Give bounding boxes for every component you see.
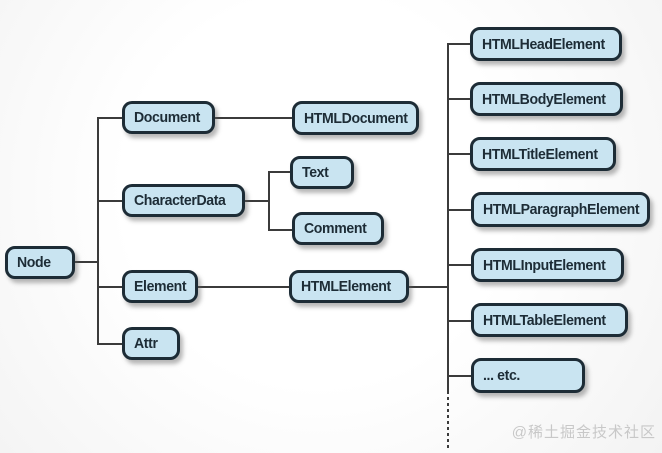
connector-trunk-htmlinput xyxy=(447,264,472,266)
connector-trunk-htmlbody xyxy=(447,98,472,100)
connector-right-trunk-dotted xyxy=(447,391,449,449)
text-label: Text xyxy=(302,164,329,181)
htmlparagraphelement-label: HTMLParagraphElement xyxy=(483,201,640,218)
connector-right-trunk xyxy=(447,43,449,391)
node-box-characterdata: CharacterData xyxy=(122,184,245,217)
node-box-attr: Attr xyxy=(122,327,180,360)
node-box-element: Element xyxy=(122,270,198,303)
node-label: Node xyxy=(17,254,51,271)
htmlelement-label: HTMLElement xyxy=(301,278,391,295)
node-box-htmlinputelement: HTMLInputElement xyxy=(471,248,624,282)
connector-characterdata-branch xyxy=(244,200,270,202)
document-label: Document xyxy=(134,109,200,126)
connector-node-trunk xyxy=(74,261,99,263)
connector-trunk-element xyxy=(97,286,124,288)
htmlinputelement-label: HTMLInputElement xyxy=(483,256,606,274)
connector-trunk-attr xyxy=(97,343,124,345)
connector-characterdata-trunk xyxy=(268,171,270,231)
connector-trunk-htmlhead xyxy=(447,43,472,45)
node-box-node: Node xyxy=(5,246,75,279)
attr-label: Attr xyxy=(134,335,158,352)
node-box-htmlparagraphelement: HTMLParagraphElement xyxy=(471,192,650,227)
connector-element-htmlelement xyxy=(197,286,291,288)
connector-trunk-etc xyxy=(447,375,472,377)
htmlheadelement-label: HTMLHeadElement xyxy=(482,35,605,53)
connector-trunk-htmlparagraph xyxy=(447,209,472,211)
connector-branch-comment xyxy=(268,229,294,231)
connector-document-htmldocument xyxy=(214,117,294,119)
node-box-htmltableelement: HTMLTableElement xyxy=(471,303,628,337)
connector-trunk-htmltitle xyxy=(447,153,472,155)
etc-label: ... etc. xyxy=(483,367,520,384)
characterdata-label: CharacterData xyxy=(134,192,226,209)
connector-trunk-characterdata xyxy=(97,200,125,202)
htmldocument-label: HTMLDocument xyxy=(304,109,408,127)
htmlbodyelement-label: HTMLBodyElement xyxy=(482,90,606,108)
htmltitleelement-label: HTMLTitleElement xyxy=(482,145,598,163)
element-label: Element xyxy=(134,278,187,295)
node-box-document: Document xyxy=(122,101,215,134)
node-box-htmldocument: HTMLDocument xyxy=(292,101,419,135)
node-box-htmlheadelement: HTMLHeadElement xyxy=(470,27,622,61)
connector-trunk-htmltable xyxy=(447,320,472,322)
node-box-etc: ... etc. xyxy=(471,358,585,393)
connector-htmlelement-trunk xyxy=(407,286,449,288)
node-box-comment: Comment xyxy=(292,212,384,245)
node-box-htmlelement: HTMLElement xyxy=(289,270,409,303)
connector-branch-text xyxy=(268,171,292,173)
node-box-htmlbodyelement: HTMLBodyElement xyxy=(470,82,623,116)
node-box-htmltitleelement: HTMLTitleElement xyxy=(470,137,616,171)
htmltableelement-label: HTMLTableElement xyxy=(483,311,606,329)
connector-trunk-document xyxy=(97,117,125,119)
node-box-text: Text xyxy=(290,156,354,189)
watermark-text: @稀土掘金技术社区 xyxy=(511,424,656,441)
comment-label: Comment xyxy=(304,220,367,237)
connector-left-trunk xyxy=(97,117,99,345)
